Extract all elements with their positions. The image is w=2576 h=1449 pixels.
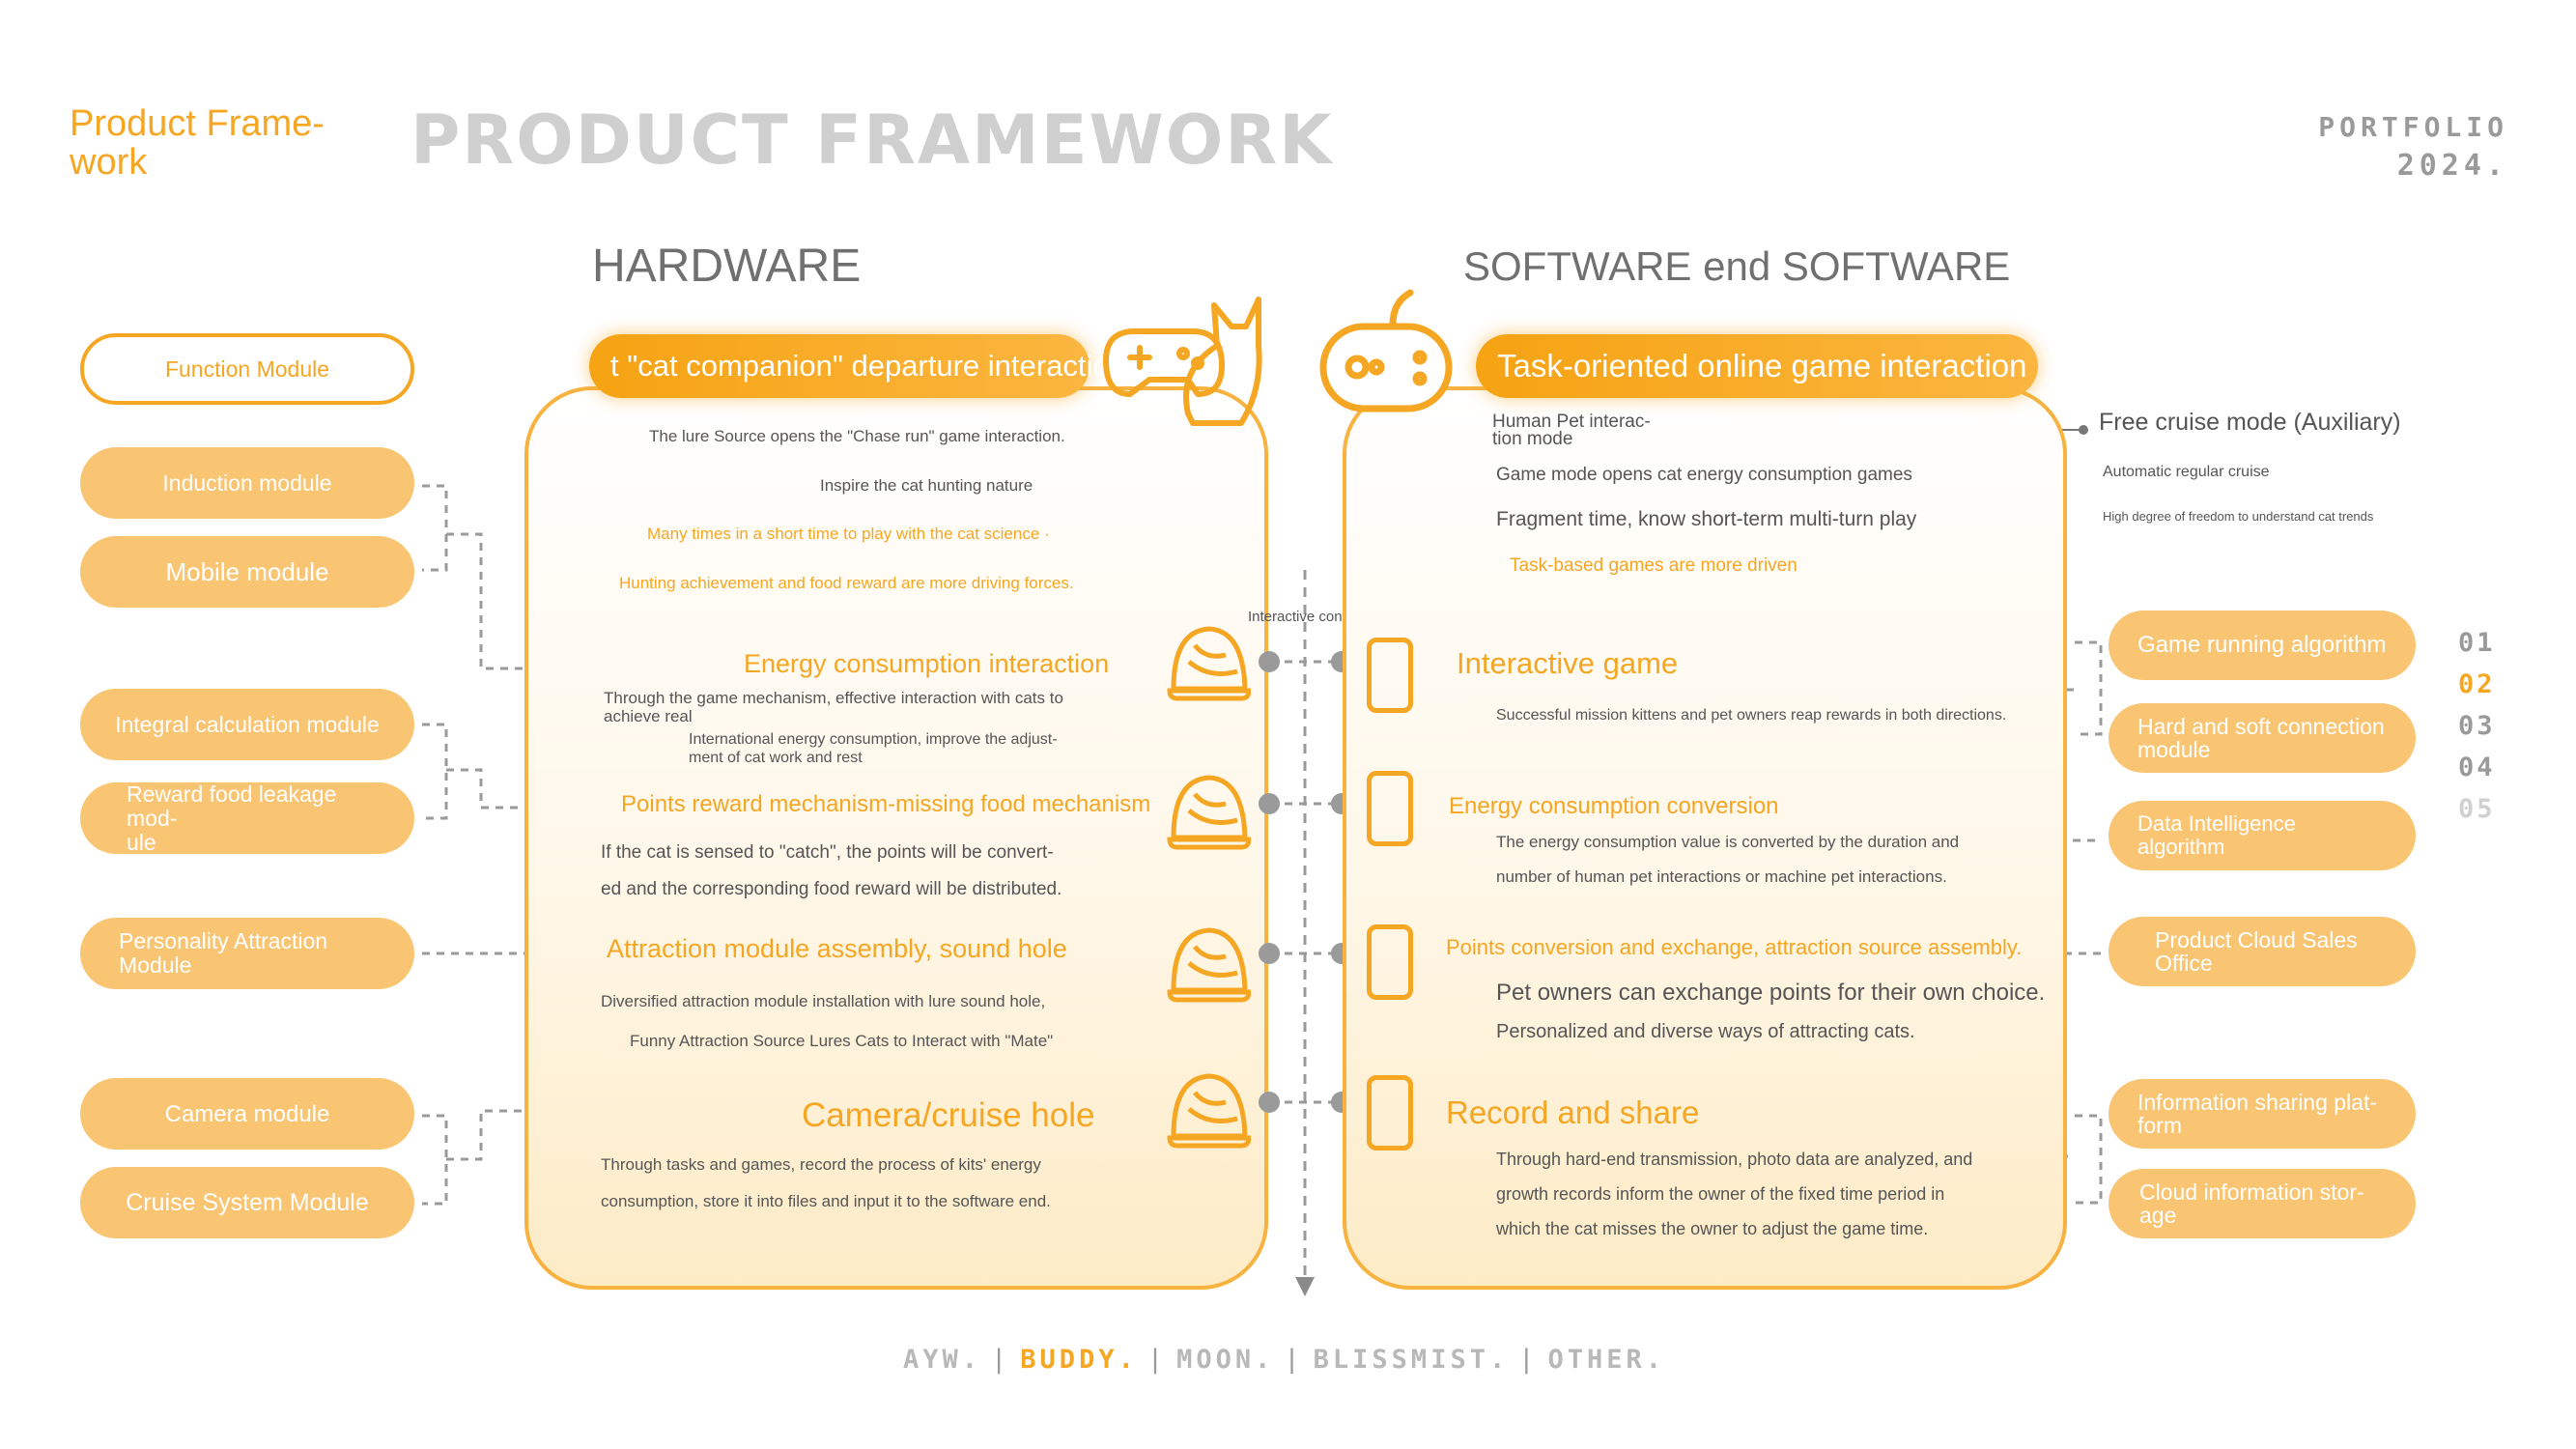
sw-intro-3: Task-based games are more driven [1510, 555, 1798, 576]
sw-energy-desc2: number of human pet interactions or mach… [1496, 867, 1947, 886]
integral-calculation-pill[interactable]: Integral calculation module [80, 689, 414, 760]
dome-device-icon [1167, 626, 1251, 701]
hw-attraction-title: Attraction module assembly, sound hole [607, 934, 1067, 963]
phone-icon [1367, 771, 1413, 846]
contact-dot [1259, 943, 1280, 964]
page-number-05[interactable]: 05 [2458, 794, 2496, 824]
hw-energy-desc1: Through the game mechanism, effective in… [604, 689, 1063, 725]
gamepad-icon [1319, 289, 1453, 412]
sw-record-desc1: Through hard-end transmission, photo dat… [1496, 1150, 1973, 1169]
software-panel [1343, 386, 2067, 1290]
portfolio-mark: PORTFOLIO 2024. [2318, 108, 2508, 185]
free-cruise-title: Free cruise mode (Auxiliary) [2099, 409, 2401, 436]
phone-icon [1367, 638, 1413, 713]
hw-points-desc1: If the cat is sensed to "catch", the poi… [601, 842, 1054, 863]
personality-attraction-pill[interactable]: Personality Attraction Module [80, 918, 414, 989]
hw-intro-3: Many times in a short time to play with … [647, 525, 1050, 543]
hw-energy-desc2: International energy consumption, improv… [689, 731, 1058, 766]
sw-interactive-desc: Successful mission kittens and pet owner… [1496, 707, 2007, 724]
sw-record-desc2: growth records inform the owner of the f… [1496, 1184, 1945, 1204]
human-pet-mode-label: Human Pet interac- tion mode [1492, 412, 1651, 449]
function-module-pill[interactable]: Function Module [80, 333, 414, 405]
portfolio-year: 2024. [2396, 149, 2508, 183]
hw-intro-4: Hunting achievement and food reward are … [619, 574, 1074, 592]
induction-module-pill[interactable]: Induction module [80, 447, 414, 519]
page-number-04[interactable]: 04 [2458, 753, 2496, 782]
reward-food-pill[interactable]: Reward food leakage mod- ule [80, 781, 414, 854]
page-number-01[interactable]: 01 [2458, 628, 2496, 658]
hw-energy-title: Energy consumption interaction [744, 649, 1110, 678]
mobile-module-pill[interactable]: Mobile module [80, 536, 414, 608]
hw-attraction-desc1: Diversified attraction module installati… [601, 992, 1046, 1010]
dome-device-icon [1167, 775, 1251, 850]
link-points-reward [446, 768, 618, 810]
axis-arrow-icon [1295, 1277, 1315, 1296]
bracket-game-hardsoft [2075, 640, 2103, 736]
free-cruise-item-2: High degree of freedom to understand cat… [2103, 509, 2374, 524]
hw-camera-desc1: Through tasks and games, record the proc… [601, 1155, 1041, 1174]
cloud-storage-pill[interactable]: Cloud information stor- age [2109, 1169, 2416, 1238]
data-intelligence-pill[interactable]: Data Intelligence algorithm [2109, 801, 2416, 870]
hw-camera-desc2: consumption, store it into files and inp… [601, 1192, 1051, 1210]
hw-intro-2: Inspire the cat hunting nature [820, 476, 1033, 495]
page-number-02[interactable]: 02 [2458, 669, 2496, 699]
sw-energy-title: Energy consumption conversion [1449, 793, 1779, 819]
sw-points-desc2: Personalized and diverse ways of attract… [1496, 1021, 1915, 1042]
footer-buddy[interactable]: BUDDY. [1020, 1345, 1138, 1375]
sw-points-desc1: Pet owners can exchange points for their… [1496, 980, 2046, 1006]
software-banner: Task-oriented online game interaction [1476, 334, 2038, 398]
hw-camera-title: Camera/cruise hole [802, 1096, 1095, 1134]
hardware-heading: HARDWARE [592, 241, 862, 292]
sw-record-desc3: which the cat misses the owner to adjust… [1496, 1219, 1929, 1238]
hard-soft-connection-pill[interactable]: Hard and soft connection module [2109, 703, 2416, 773]
bracket-info-cloud [2075, 1114, 2103, 1205]
product-cloud-sales-pill[interactable]: Product Cloud Sales Office [2109, 917, 2416, 986]
sw-record-title: Record and share [1446, 1094, 1700, 1130]
bracket-camera-cruise [422, 1114, 448, 1206]
footer-nav: AYW.|BUDDY.|MOON.|BLISSMIST.|OTHER. [903, 1345, 1666, 1375]
information-sharing-pill[interactable]: Information sharing plat- form [2109, 1079, 2416, 1149]
software-heading: SOFTWARE end SOFTWARE [1463, 243, 2011, 289]
cat-gamepad-icon [1103, 297, 1262, 426]
phone-icon [1367, 924, 1413, 1000]
footer-ayw[interactable]: AYW. [903, 1345, 982, 1375]
free-cruise-item-1: Automatic regular cruise [2103, 464, 2270, 480]
interactive-contact-label: Interactive contact [1248, 609, 1366, 625]
hardware-panel [524, 386, 1268, 1290]
game-running-algorithm-pill[interactable]: Game running algorithm [2109, 611, 2416, 680]
contact-dot [1259, 651, 1280, 672]
hw-points-desc2: ed and the corresponding food reward wil… [601, 879, 1062, 899]
contact-dot [1259, 1092, 1280, 1113]
contact-dot [1259, 793, 1280, 814]
page-number-03[interactable]: 03 [2458, 711, 2496, 741]
portfolio-label: PORTFOLIO [2318, 111, 2508, 143]
footer-other[interactable]: OTHER. [1547, 1345, 1666, 1375]
phone-icon [1367, 1075, 1413, 1151]
sw-points-title: Points conversion and exchange, attracti… [1446, 935, 2023, 959]
dome-device-icon [1167, 927, 1251, 1003]
sw-intro-2: Fragment time, know short-term multi-tur… [1496, 508, 1917, 530]
hw-attraction-desc2: Funny Attraction Source Lures Cats to In… [630, 1032, 1054, 1050]
link-camera [446, 1109, 802, 1161]
dome-device-icon [1167, 1073, 1251, 1149]
bracket-integral-reward [422, 723, 448, 820]
camera-module-pill[interactable]: Camera module [80, 1078, 414, 1150]
sw-energy-desc1: The energy consumption value is converte… [1496, 833, 1960, 851]
hardware-banner: t "cat companion" departure interaction [589, 334, 1126, 398]
page-subtitle: Product Frame- work [70, 103, 325, 183]
footer-moon[interactable]: MOON. [1176, 1345, 1275, 1375]
footer-blissmist[interactable]: BLISSMIST. [1313, 1345, 1510, 1375]
sw-interactive-title: Interactive game [1457, 646, 1679, 680]
hw-points-title: Points reward mechanism-missing food mec… [621, 791, 1151, 817]
sw-intro-1: Game mode opens cat energy consumption g… [1496, 465, 1912, 485]
page-title: PRODUCT FRAMEWORK [410, 100, 1334, 180]
bracket-induction-mobile [422, 484, 448, 572]
hw-intro-1: The lure Source opens the "Chase run" ga… [649, 427, 1065, 445]
link-energy-consumption [446, 532, 744, 670]
cruise-system-pill[interactable]: Cruise System Module [80, 1167, 414, 1238]
